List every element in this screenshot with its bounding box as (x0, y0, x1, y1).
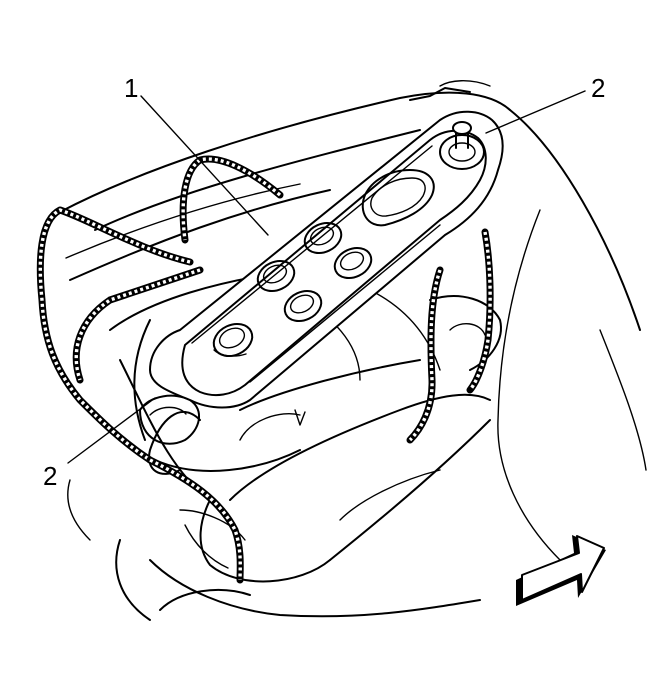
leader-lines (67, 90, 586, 464)
window-switch-panel (149, 110, 504, 409)
switch-button (333, 246, 373, 280)
leader-line-2-bottom (67, 397, 156, 464)
callout-1: 1 (124, 73, 138, 103)
switch-button (283, 289, 323, 323)
armrest-body (67, 269, 491, 621)
callout-2-top: 2 (591, 73, 605, 103)
switch-button (256, 259, 296, 293)
door-trim-panel (59, 80, 647, 561)
callout-2-bottom: 2 (43, 461, 57, 491)
door-lock-knob (439, 121, 485, 170)
leader-line-1 (140, 95, 269, 236)
front-direction-arrow-icon (516, 535, 606, 606)
leader-line-2-top (485, 90, 586, 134)
switch-button (303, 221, 343, 255)
wiring-harness (36, 155, 494, 584)
switch-button (212, 322, 254, 358)
